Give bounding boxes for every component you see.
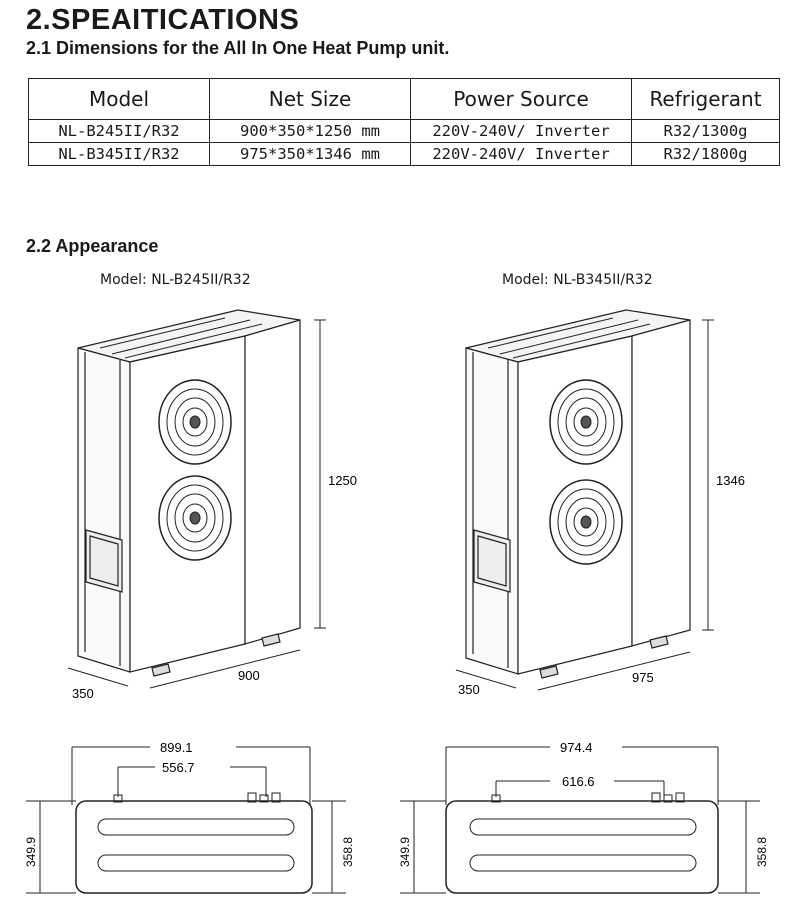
column-header-refrigerant: Refrigerant (631, 78, 780, 120)
dimension-depth: 350 (458, 682, 480, 697)
table-row: NL-B245II/R32 900*350*1250 mm 220V-240V/… (28, 119, 780, 143)
dimension-pipe-spacing: 556.7 (162, 760, 195, 775)
table-cell: R32/1800g (631, 142, 780, 166)
table-header-row: Model Net Size Power Source Refrigerant (28, 78, 780, 120)
spec-table: Model Net Size Power Source Refrigerant … (28, 78, 780, 166)
unit-drawing-b245: 1250 900 350 (67, 309, 357, 701)
dimension-top-width: 899.1 (160, 740, 193, 755)
table-cell: 975*350*1346 mm (209, 142, 411, 166)
dimension-width: 900 (238, 668, 260, 683)
dimension-height: 1250 (328, 473, 357, 488)
table-cell: 220V-240V/ Inverter (410, 119, 632, 143)
table-cell: R32/1300g (631, 119, 780, 143)
fan-lower-icon (549, 479, 623, 565)
top-view-b245: 899.1 556.7 349.9 358.8 (24, 740, 355, 894)
dimension-pipe-spacing: 616.6 (562, 774, 595, 789)
dimension-top-width: 974.4 (560, 740, 593, 755)
model-label-b245: Model: NL-B245II/R32 (100, 272, 251, 288)
top-view-b345: 974.4 616.6 349.9 358.8 (400, 740, 769, 894)
dimension-depth: 350 (72, 686, 94, 701)
table-cell: 220V-240V/ Inverter (410, 142, 632, 166)
unit-drawing-b345: 1346 975 350 (455, 309, 745, 697)
fan-upper-icon (158, 379, 232, 465)
column-header-model: Model (28, 78, 210, 120)
section-heading-dimensions: 2.1 Dimensions for the All In One Heat P… (26, 38, 450, 58)
section-heading-appearance: 2.2 Appearance (26, 236, 159, 256)
dimension-side-left: 349.9 (400, 837, 412, 867)
column-header-power-source: Power Source (410, 78, 632, 120)
dimension-side-left: 349.9 (24, 837, 38, 867)
dimension-height: 1346 (716, 473, 745, 488)
dimension-side-right: 358.8 (755, 837, 769, 867)
table-row: NL-B345II/R32 975*350*1346 mm 220V-240V/… (28, 142, 780, 166)
page-title: 2.SPEAITICATIONS (26, 4, 300, 36)
table-cell: NL-B345II/R32 (28, 142, 210, 166)
fan-lower-icon (158, 475, 232, 561)
model-label-b345: Model: NL-B345II/R32 (502, 272, 653, 288)
fan-upper-icon (549, 379, 623, 465)
dimension-side-right: 358.8 (341, 837, 355, 867)
column-header-net-size: Net Size (209, 78, 411, 120)
table-cell: 900*350*1250 mm (209, 119, 411, 143)
dimension-width: 975 (632, 670, 654, 685)
table-cell: NL-B245II/R32 (28, 119, 210, 143)
